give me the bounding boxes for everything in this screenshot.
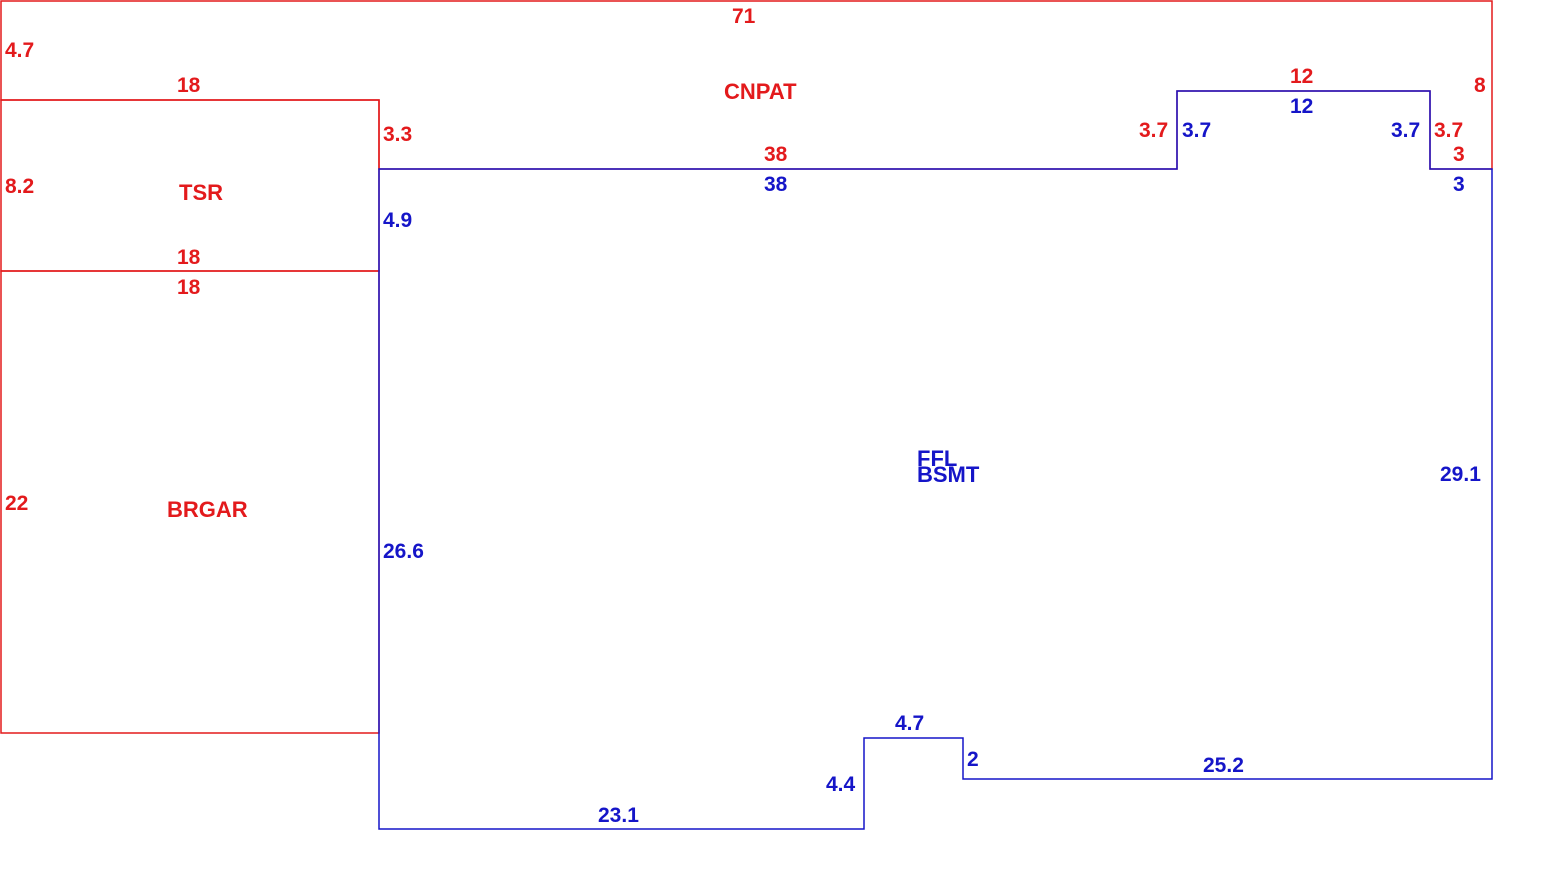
dim-cnpat-bump-top: 12 [1290,65,1313,88]
dim-tsr-top: 18 [177,74,201,97]
dim-main-bottom-left: 23.1 [598,804,639,827]
main-floor-outline [378,90,1493,830]
dim-cnpat-step-left: 3.3 [383,123,412,146]
dim-main-bump-top: 12 [1290,95,1313,118]
dim-cnpat-bump-right: 3.7 [1434,119,1463,142]
dim-main-notch-left: 4.4 [826,773,856,796]
dim-cnpat-right: 8 [1474,74,1486,97]
dim-main-bump-right: 3.7 [1391,119,1420,142]
dim-main-bottom-right: 25.2 [1203,754,1244,777]
dim-main-notch-top: 4.7 [895,712,924,735]
area-label-cnpat: CNPAT [724,79,797,104]
dim-main-notch-right: 2 [967,748,979,771]
dim-cnpat-bottom-38: 38 [764,143,788,166]
area-label-bsmt: BSMT [917,462,980,487]
dim-main-top-3: 3 [1453,173,1465,196]
area-label-ffl: FFL [917,446,957,471]
area-label-brgar: BRGAR [167,497,248,522]
dim-main-left-lower: 26.6 [383,540,424,563]
dim-cnpat-top: 71 [732,5,756,28]
dim-cnpat-left: 4.7 [5,39,34,62]
dim-main-left-upper: 4.9 [383,209,412,232]
dim-tsr-left: 8.2 [5,175,34,198]
dim-brgar-top: 18 [177,276,201,299]
dim-main-right: 29.1 [1440,463,1481,486]
area-label-tsr: TSR [179,180,223,205]
dim-cnpat-bump-left: 3.7 [1139,119,1168,142]
dim-main-bump-left: 3.7 [1182,119,1211,142]
dim-tsr-bottom: 18 [177,246,201,269]
dim-cnpat-bottom-3: 3 [1453,143,1465,166]
dim-brgar-left: 22 [5,492,28,515]
dim-main-top-38: 38 [764,173,788,196]
